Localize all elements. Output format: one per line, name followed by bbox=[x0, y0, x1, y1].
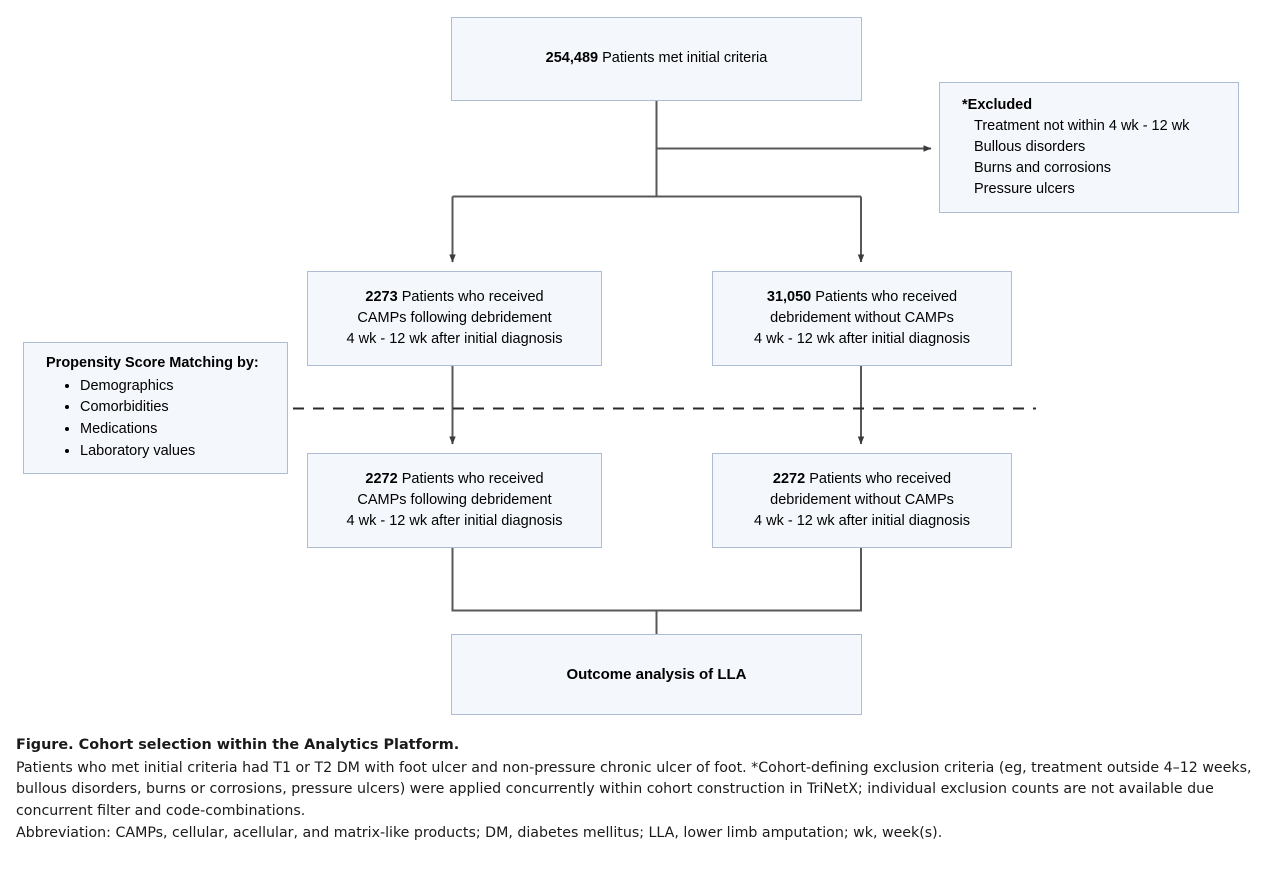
outcome-label: Outcome analysis of LLA bbox=[566, 665, 747, 683]
node-no-camps-matched-cohort: 2272 Patients who received debridement w… bbox=[712, 453, 1012, 548]
propensity-item-medications: Medications bbox=[80, 419, 277, 441]
excluded-item-treatment-window: Treatment not within 4 wk - 12 wk bbox=[974, 117, 1190, 134]
camps-line2: CAMPs following debridement bbox=[357, 309, 552, 326]
no-camps-matched-line3: 4 wk - 12 wk after initial diagnosis bbox=[754, 513, 970, 529]
camps-matched-count: 2272 bbox=[365, 470, 398, 487]
initial-label: Patients met initial criteria bbox=[598, 50, 768, 67]
propensity-item-comorbidities: Comorbidities bbox=[80, 397, 277, 419]
flowchart-diagram: 254,489 Patients met initial criteria *E… bbox=[0, 0, 1268, 730]
camps-matched-line3: 4 wk - 12 wk after initial diagnosis bbox=[346, 513, 563, 529]
camps-count: 2273 bbox=[365, 288, 398, 305]
propensity-variable-list: Demographics Comorbidities Medications L… bbox=[46, 376, 277, 463]
excluded-item-pressure-ulcers: Pressure ulcers bbox=[974, 181, 1075, 198]
node-camps-matched-cohort: 2272 Patients who received CAMPs followi… bbox=[307, 453, 602, 548]
caption-abbreviations: Abbreviation: CAMPs, cellular, acellular… bbox=[16, 824, 943, 841]
no-camps-line3: 4 wk - 12 wk after initial diagnosis bbox=[754, 331, 970, 347]
excluded-item-bullous-disorders: Bullous disorders bbox=[974, 138, 1086, 155]
initial-count: 254,489 bbox=[545, 50, 599, 67]
connector-layer bbox=[293, 101, 1036, 634]
no-camps-line2: debridement without CAMPs bbox=[770, 309, 954, 326]
no-camps-matched-line1: Patients who received bbox=[805, 470, 952, 487]
connector-merge-bar bbox=[451, 548, 862, 612]
propensity-item-laboratory-values: Laboratory values bbox=[80, 441, 277, 463]
node-excluded-criteria: *Excluded Treatment not within 4 wk - 12… bbox=[939, 82, 1239, 213]
node-initial-cohort: 254,489 Patients met initial criteria bbox=[451, 17, 862, 101]
excluded-item-burns-corrosions: Burns and corrosions bbox=[974, 160, 1112, 176]
propensity-title: Propensity Score Matching by: bbox=[46, 355, 259, 372]
caption-title: Figure. Cohort selection within the Anal… bbox=[16, 737, 460, 753]
caption-body: Patients who met initial criteria had T1… bbox=[16, 759, 1252, 820]
no-camps-matched-count: 2272 bbox=[772, 470, 806, 487]
figure-caption: Figure. Cohort selection within the Anal… bbox=[16, 735, 1252, 844]
node-propensity-score-matching: Propensity Score Matching by: Demographi… bbox=[23, 342, 288, 474]
node-no-camps-cohort: 31,050 Patients who received debridement… bbox=[712, 271, 1012, 366]
no-camps-line1: Patients who received bbox=[811, 288, 958, 305]
node-camps-cohort: 2273 Patients who received CAMPs followi… bbox=[307, 271, 602, 366]
excluded-title: *Excluded bbox=[962, 96, 1033, 113]
camps-line1: Patients who received bbox=[397, 288, 544, 305]
propensity-item-demographics: Demographics bbox=[80, 376, 277, 398]
node-outcome-analysis: Outcome analysis of LLA bbox=[451, 634, 862, 715]
camps-matched-line2: CAMPs following debridement bbox=[357, 491, 552, 508]
no-camps-count: 31,050 bbox=[766, 288, 812, 305]
no-camps-matched-line2: debridement without CAMPs bbox=[770, 491, 954, 508]
camps-matched-line1: Patients who received bbox=[397, 470, 544, 487]
camps-line3: 4 wk - 12 wk after initial diagnosis bbox=[346, 331, 563, 347]
